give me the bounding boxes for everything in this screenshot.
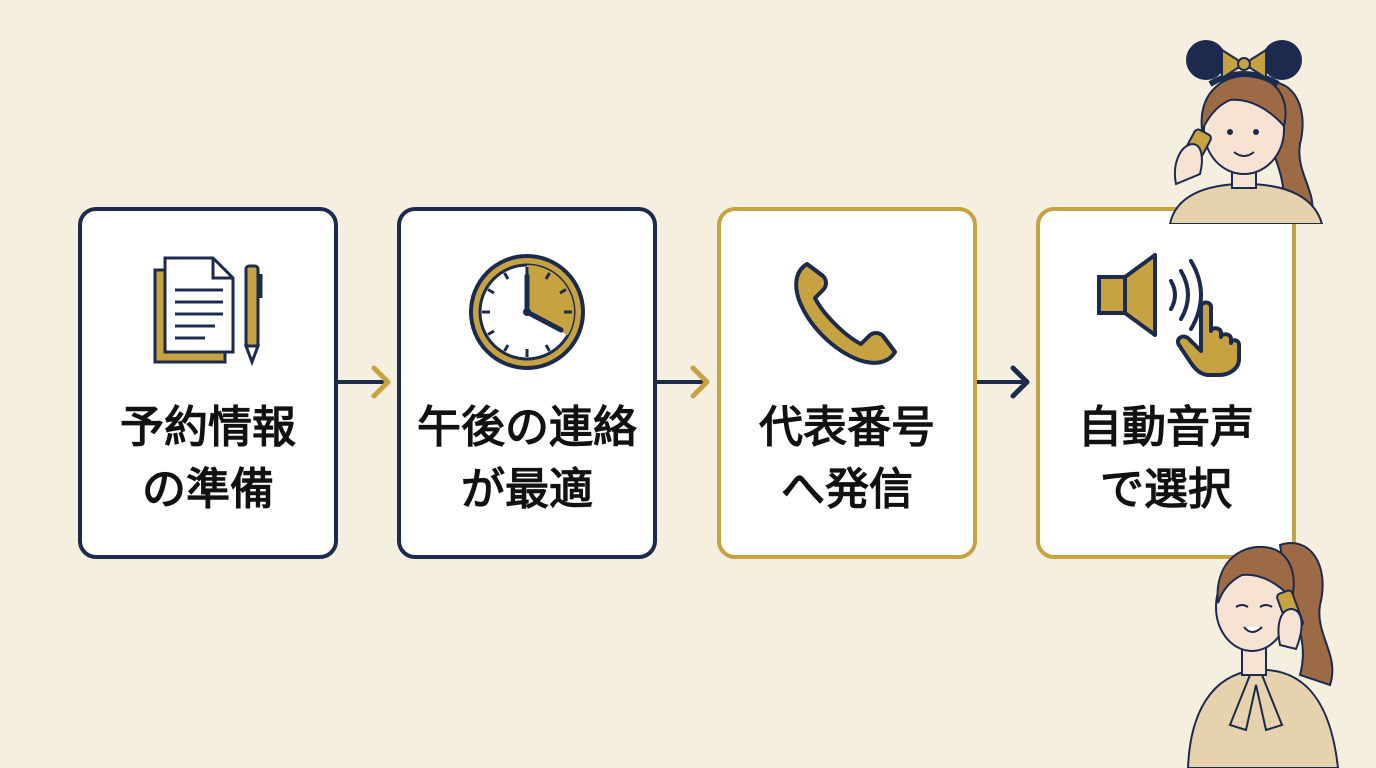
- step-card-prepare-info: 予約情報 の準備: [78, 207, 338, 559]
- speaker-tap-icon: [1040, 247, 1292, 377]
- step-label: 代表番号 へ発信: [721, 397, 973, 521]
- step-label-line1: 午後の連絡: [417, 402, 637, 453]
- step-card-auto-voice-select: 自動音声 で選択: [1036, 207, 1296, 559]
- woman-on-phone-illustration: [1186, 542, 1340, 768]
- arrow-right-icon: [657, 365, 710, 399]
- woman-on-phone-with-mouse-ears-illustration: [1168, 40, 1324, 224]
- step-label: 予約情報 の準備: [82, 397, 334, 521]
- document-pen-icon: [82, 247, 334, 377]
- arrow-right-icon: [338, 365, 391, 399]
- step-label-line1: 予約情報: [120, 402, 296, 453]
- step-label: 午後の連絡 が最適: [401, 397, 653, 521]
- step-label-line2: が最適: [461, 464, 593, 515]
- step-label: 自動音声 で選択: [1040, 397, 1292, 521]
- step-label-line2: の準備: [142, 464, 274, 515]
- clock-icon: [401, 247, 653, 377]
- arrow-right-icon: [977, 365, 1030, 399]
- step-label-line2: へ発信: [781, 464, 913, 515]
- step-card-call-main-number: 代表番号 へ発信: [717, 207, 977, 559]
- step-label-line1: 自動音声: [1078, 402, 1254, 453]
- phone-handset-icon: [721, 247, 973, 377]
- step-card-afternoon-contact: 午後の連絡 が最適: [397, 207, 657, 559]
- step-label-line2: で選択: [1100, 464, 1232, 515]
- step-label-line1: 代表番号: [759, 402, 935, 453]
